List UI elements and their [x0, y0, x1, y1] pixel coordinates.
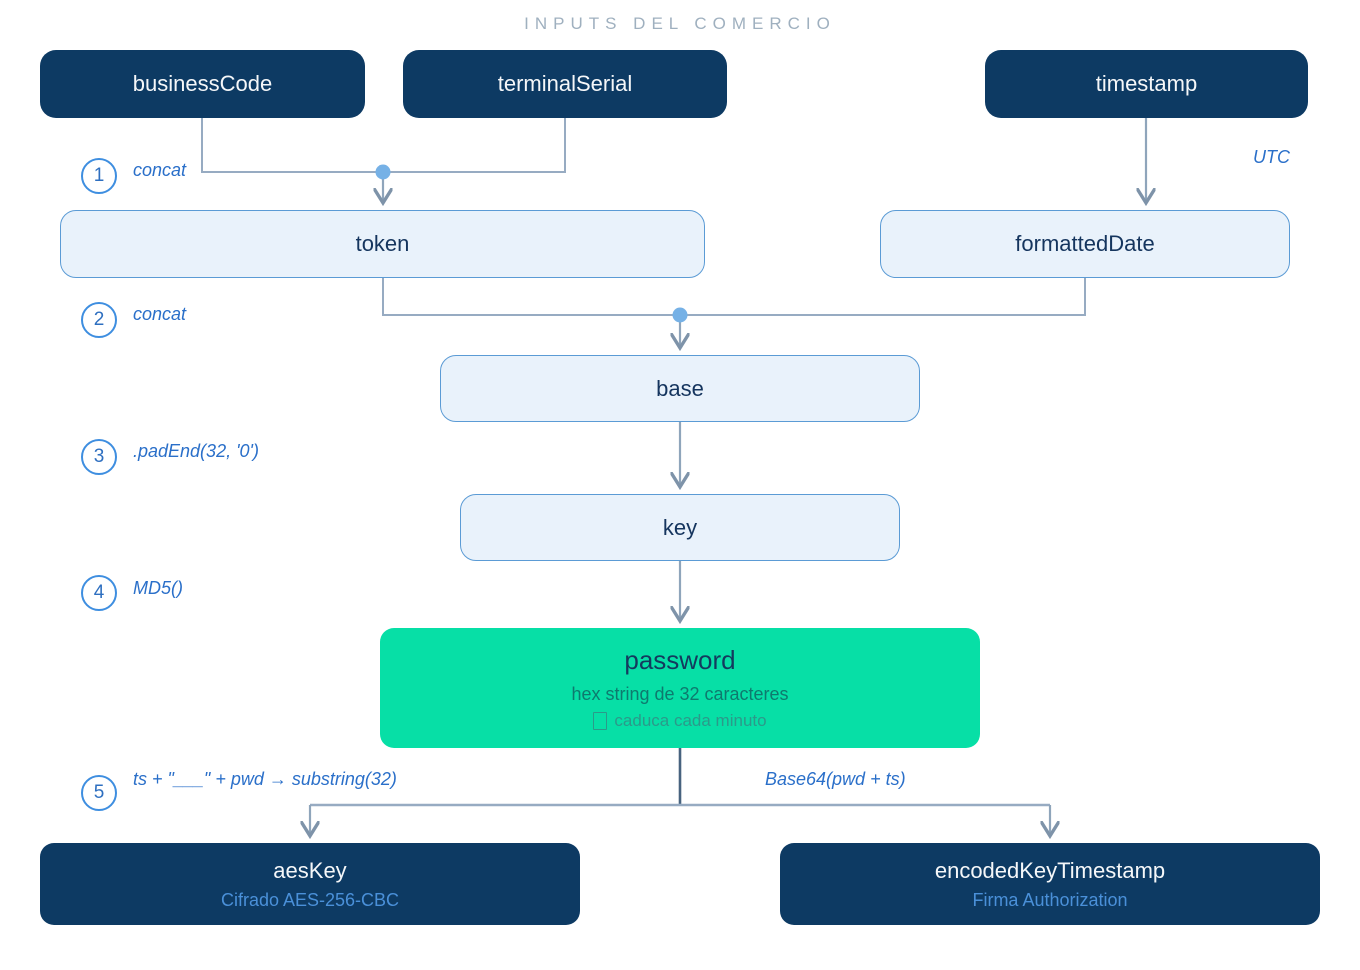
diagram-title: INPUTS DEL COMERCIO: [524, 14, 836, 33]
node-key: key: [460, 494, 900, 561]
junction-dot-1: [375, 164, 391, 180]
step-5-label: ts + "___" + pwd → substring(32): [133, 769, 397, 789]
step-2-label: concat: [133, 304, 187, 324]
node-password-title: password: [624, 645, 736, 675]
node-key-label: key: [662, 514, 698, 540]
utc-annotation: UTC: [1253, 147, 1290, 167]
node-formatteddate: formattedDate: [880, 210, 1290, 278]
node-businesscode: businessCode: [40, 50, 365, 118]
concat2-join-line: [382, 278, 1086, 316]
node-timestamp-label: timestamp: [1095, 71, 1198, 96]
node-encodedkeytimestamp-subtitle: Firma Authorization: [972, 889, 1128, 910]
node-encodedkeytimestamp-title: encodedKeyTimestamp: [934, 857, 1166, 883]
node-formatteddate-label: formattedDate: [1015, 231, 1155, 256]
node-password: password hex string de 32 caracteres cad…: [380, 628, 980, 748]
node-timestamp: timestamp: [985, 50, 1308, 118]
step-5-badge: 5: [81, 775, 117, 811]
concat1-join-line: [201, 118, 566, 173]
node-token: token: [60, 210, 705, 278]
step-4-badge: 4: [81, 575, 117, 611]
node-businesscode-label: businessCode: [132, 71, 273, 96]
node-base-label: base: [656, 375, 704, 401]
base64-annotation: Base64(pwd + ts): [765, 769, 906, 789]
node-base: base: [440, 355, 920, 422]
step-1-badge: 1: [81, 158, 117, 194]
junction-dot-2: [672, 307, 688, 323]
node-token-label: token: [355, 231, 410, 256]
node-aeskey-subtitle: Cifrado AES-256-CBC: [220, 889, 400, 910]
expiry-missing-glyph-icon: [593, 712, 608, 730]
node-password-expiry-text: caduca cada minuto: [614, 711, 767, 730]
node-aeskey-title: aesKey: [273, 857, 347, 883]
step-2-badge: 2: [81, 302, 117, 338]
node-aeskey: aesKey Cifrado AES-256-CBC: [40, 843, 580, 925]
step-3-label: .padEnd(32, '0'): [133, 441, 259, 461]
node-password-subtitle: hex string de 32 caracteres: [571, 684, 789, 704]
node-password-expiry: caduca cada minuto: [593, 711, 767, 731]
step-1-label: concat: [133, 160, 187, 180]
node-terminalserial: terminalSerial: [403, 50, 727, 118]
node-terminalserial-label: terminalSerial: [497, 71, 633, 96]
step-4-label: MD5(): [133, 578, 183, 598]
step-3-badge: 3: [81, 439, 117, 475]
node-encodedkeytimestamp: encodedKeyTimestamp Firma Authorization: [780, 843, 1320, 925]
